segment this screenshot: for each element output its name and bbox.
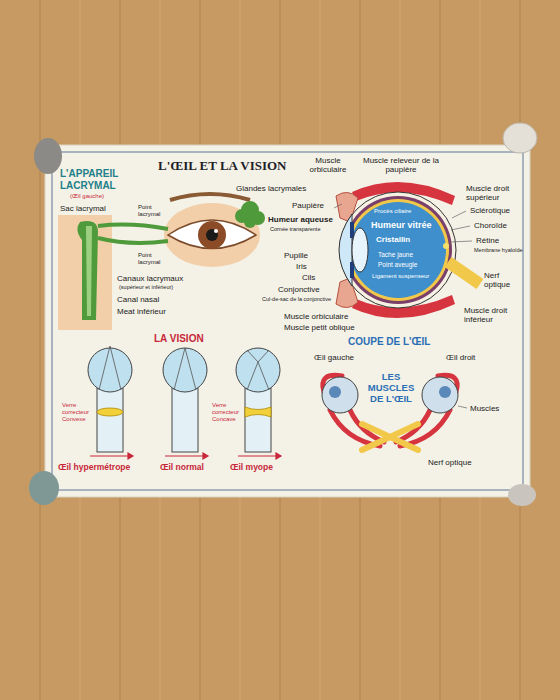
part-label: Meat inférieur xyxy=(117,307,166,316)
part-label: Glandes lacrymales xyxy=(236,184,306,193)
part-label: Muscle droit supérieur xyxy=(466,184,524,202)
part-label: Point aveugle xyxy=(378,261,417,268)
part-label: LES MUSCLES DE L'ŒIL xyxy=(360,372,422,405)
part-label: Cornée transparente xyxy=(270,226,320,232)
part-label: Verre correcteur Concave xyxy=(212,402,244,423)
part-label: COUPE DE L'ŒIL xyxy=(348,336,430,348)
part-label: L'APPAREIL LACRYMAL xyxy=(60,168,132,191)
part-label: Humeur aqueuse xyxy=(268,215,333,224)
part-label: Nerf optique xyxy=(484,271,520,289)
poster-title: L'ŒIL ET LA VISION xyxy=(158,158,287,174)
part-label: Œil normal xyxy=(160,463,204,473)
part-label: Œil myope xyxy=(230,463,273,473)
part-label: Œil gauche xyxy=(314,353,354,362)
part-label: (supérieur et inférieur) xyxy=(119,284,173,290)
part-label: Humeur vitrée xyxy=(371,220,432,230)
part-label: Conjonctive xyxy=(278,285,320,294)
part-label: LA VISION xyxy=(154,333,204,345)
part-label: Muscle releveur de la paupière xyxy=(362,156,440,174)
part-label: Point lacrymal xyxy=(138,204,166,218)
part-label: Muscle droit inférieur xyxy=(464,306,522,324)
part-label: Choroïde xyxy=(474,221,507,230)
part-label: Iris xyxy=(296,262,307,271)
part-label: Paupière xyxy=(292,201,324,210)
part-label: Œil droit xyxy=(446,353,475,362)
part-label: Point lacrymal xyxy=(138,252,166,266)
part-label: Muscle orbiculaire xyxy=(284,312,348,321)
part-label: Canaux lacrymaux xyxy=(117,274,183,283)
part-label: Cils xyxy=(302,273,315,282)
part-label: Sclérotique xyxy=(470,206,510,215)
part-label: Membrane hyaloïde xyxy=(474,247,523,253)
part-label: Muscles xyxy=(470,404,499,413)
part-label: Nerf optique xyxy=(428,458,472,467)
part-label: Œil hypermétrope xyxy=(58,463,130,473)
part-label: Tache jaune xyxy=(378,251,413,258)
part-label: Sac lacrymal xyxy=(60,204,106,213)
part-label: Muscle orbiculaire xyxy=(302,156,354,174)
part-label: Cristallin xyxy=(376,235,410,244)
part-label: Muscle petit oblique xyxy=(284,323,355,332)
part-label: (Œil gauche) xyxy=(70,193,104,200)
part-label: Procès ciliaire xyxy=(374,208,411,215)
part-label: Cul-de-sac de la conjonctive xyxy=(262,296,331,302)
part-label: Canal nasal xyxy=(117,295,159,304)
part-label: Verre correcteur Convexe xyxy=(62,402,96,423)
part-label: Rétine xyxy=(476,236,499,245)
part-label: Pupille xyxy=(284,251,308,260)
part-label: Ligament suspenseur xyxy=(372,273,429,280)
